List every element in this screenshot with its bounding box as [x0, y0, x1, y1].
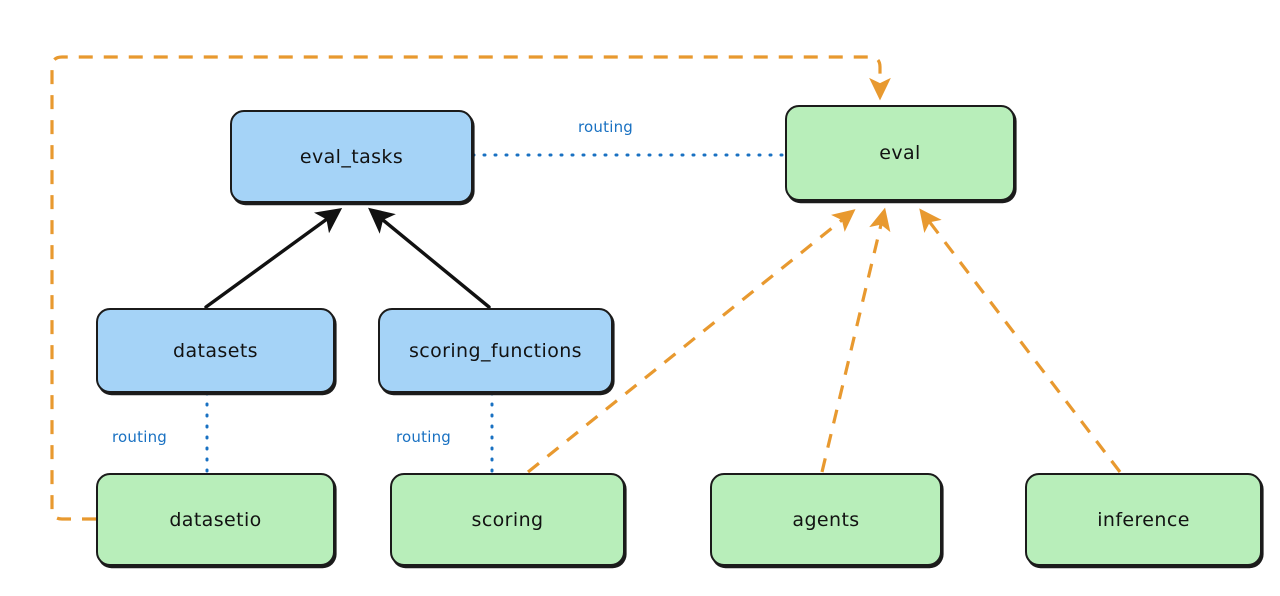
edge-datasets-to-eval-tasks	[204, 208, 343, 309]
edge-label-routing-eval-tasks-eval: routing	[578, 118, 633, 136]
edge-agents-to-eval	[820, 207, 891, 473]
node-label-datasetio: datasetio	[169, 508, 262, 531]
node-eval-tasks[interactable]: eval_tasks	[230, 110, 473, 203]
node-label-datasets: datasets	[173, 339, 258, 362]
edge-label-routing-scoring-functions-scoring: routing	[396, 428, 451, 446]
node-label-eval-tasks: eval_tasks	[299, 145, 404, 168]
node-label-eval: eval	[879, 142, 921, 164]
node-inference[interactable]: inference	[1025, 473, 1262, 566]
edge-inference-to-eval	[919, 208, 1122, 473]
node-label-inference: inference	[1097, 508, 1190, 531]
node-label-agents: agents	[792, 508, 860, 531]
node-scoring-functions[interactable]: scoring_functions	[378, 308, 613, 393]
node-agents[interactable]: agents	[710, 473, 942, 566]
node-scoring[interactable]: scoring	[390, 473, 625, 566]
node-datasets[interactable]: datasets	[96, 308, 335, 393]
node-label-scoring-functions: scoring_functions	[409, 339, 582, 362]
node-label-scoring: scoring	[471, 508, 544, 531]
edge-label-routing-datasets-datasetio: routing	[112, 428, 167, 446]
node-eval[interactable]: eval	[785, 105, 1015, 201]
edge-scoring-functions-to-eval-tasks	[368, 207, 491, 309]
node-datasetio[interactable]: datasetio	[96, 473, 335, 566]
